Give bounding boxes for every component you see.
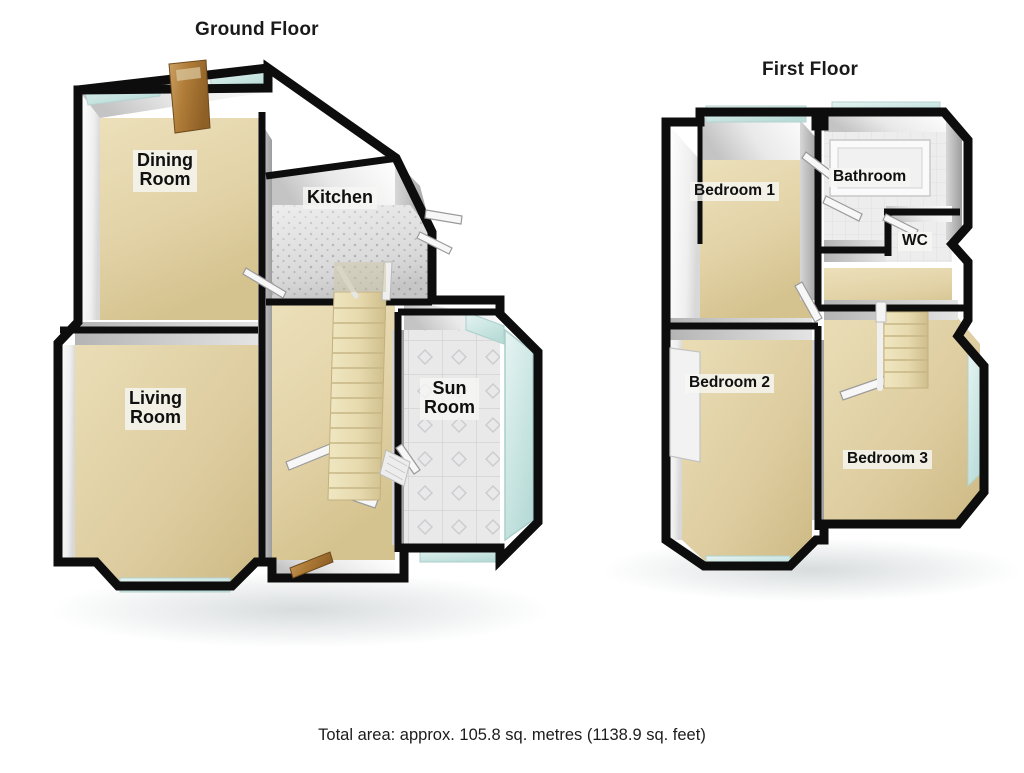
first-floor-walls — [661, 107, 989, 571]
room-label-bedroom-1: Bedroom 1 — [690, 182, 779, 202]
wall-face-north-bathroom — [824, 112, 946, 132]
room-label-bedroom-2: Bedroom 2 — [685, 374, 774, 394]
dining-room-floor — [100, 118, 258, 320]
ground-floor-title: Ground Floor — [195, 19, 319, 40]
kitchen-floor-shading — [272, 205, 432, 300]
staircase-first-newel-post — [875, 301, 887, 323]
first-floor-plan — [602, 101, 1022, 602]
total-area-text: Total area: approx. 105.8 sq. metres (11… — [318, 726, 706, 744]
wall-face-west-dining — [80, 92, 100, 320]
wardrobe-bedroom2 — [669, 347, 701, 463]
wall-face-west-bedroom1 — [668, 124, 700, 318]
first-floor-title: First Floor — [762, 59, 859, 80]
staircase-treads — [329, 307, 385, 489]
room-label-living-room: Living Room — [125, 388, 186, 430]
door-rear-entrance — [289, 551, 334, 579]
ground-floor-doors — [168, 59, 463, 579]
staircase-first — [875, 301, 929, 391]
ground-floor-walls — [53, 59, 543, 591]
door-bathroom — [822, 195, 863, 222]
sun-room-floor — [404, 330, 500, 545]
room-label-wc: WC — [898, 232, 932, 252]
staircase-first-body — [883, 311, 929, 389]
room-label-kitchen: Kitchen — [303, 187, 378, 210]
staircase-first-treads — [884, 323, 928, 373]
bedroom2-floor — [682, 340, 812, 562]
staircase-landing-shadow — [334, 262, 386, 292]
ground-floor-plan — [50, 59, 550, 648]
door-sunroom-side — [395, 443, 421, 475]
door-kitchen-rear — [416, 231, 453, 255]
room-label-bedroom-3: Bedroom 3 — [843, 450, 932, 470]
wall-outline-main — [53, 59, 543, 591]
door-bedroom2 — [794, 281, 823, 323]
door-dining-to-hall — [242, 267, 287, 299]
wall-top-kitchen-north — [265, 154, 399, 180]
ground-floor-fixtures — [379, 449, 411, 487]
bedroom3-floor — [824, 318, 980, 520]
door-hall-to-kitchen — [424, 209, 463, 225]
room-label-dining-room: Dining Room — [133, 150, 197, 192]
room-label-sun-room: Sun Room — [420, 378, 479, 420]
wall-face-north-bedroom1 — [700, 118, 812, 160]
room-label-bathroom: Bathroom — [829, 168, 911, 188]
window-sunroom-corner — [465, 311, 505, 345]
staircase-ground — [327, 261, 393, 501]
living-room-floor — [75, 345, 258, 585]
door-front-entrance-glazing — [176, 67, 201, 81]
window-sunroom-east — [504, 328, 534, 542]
